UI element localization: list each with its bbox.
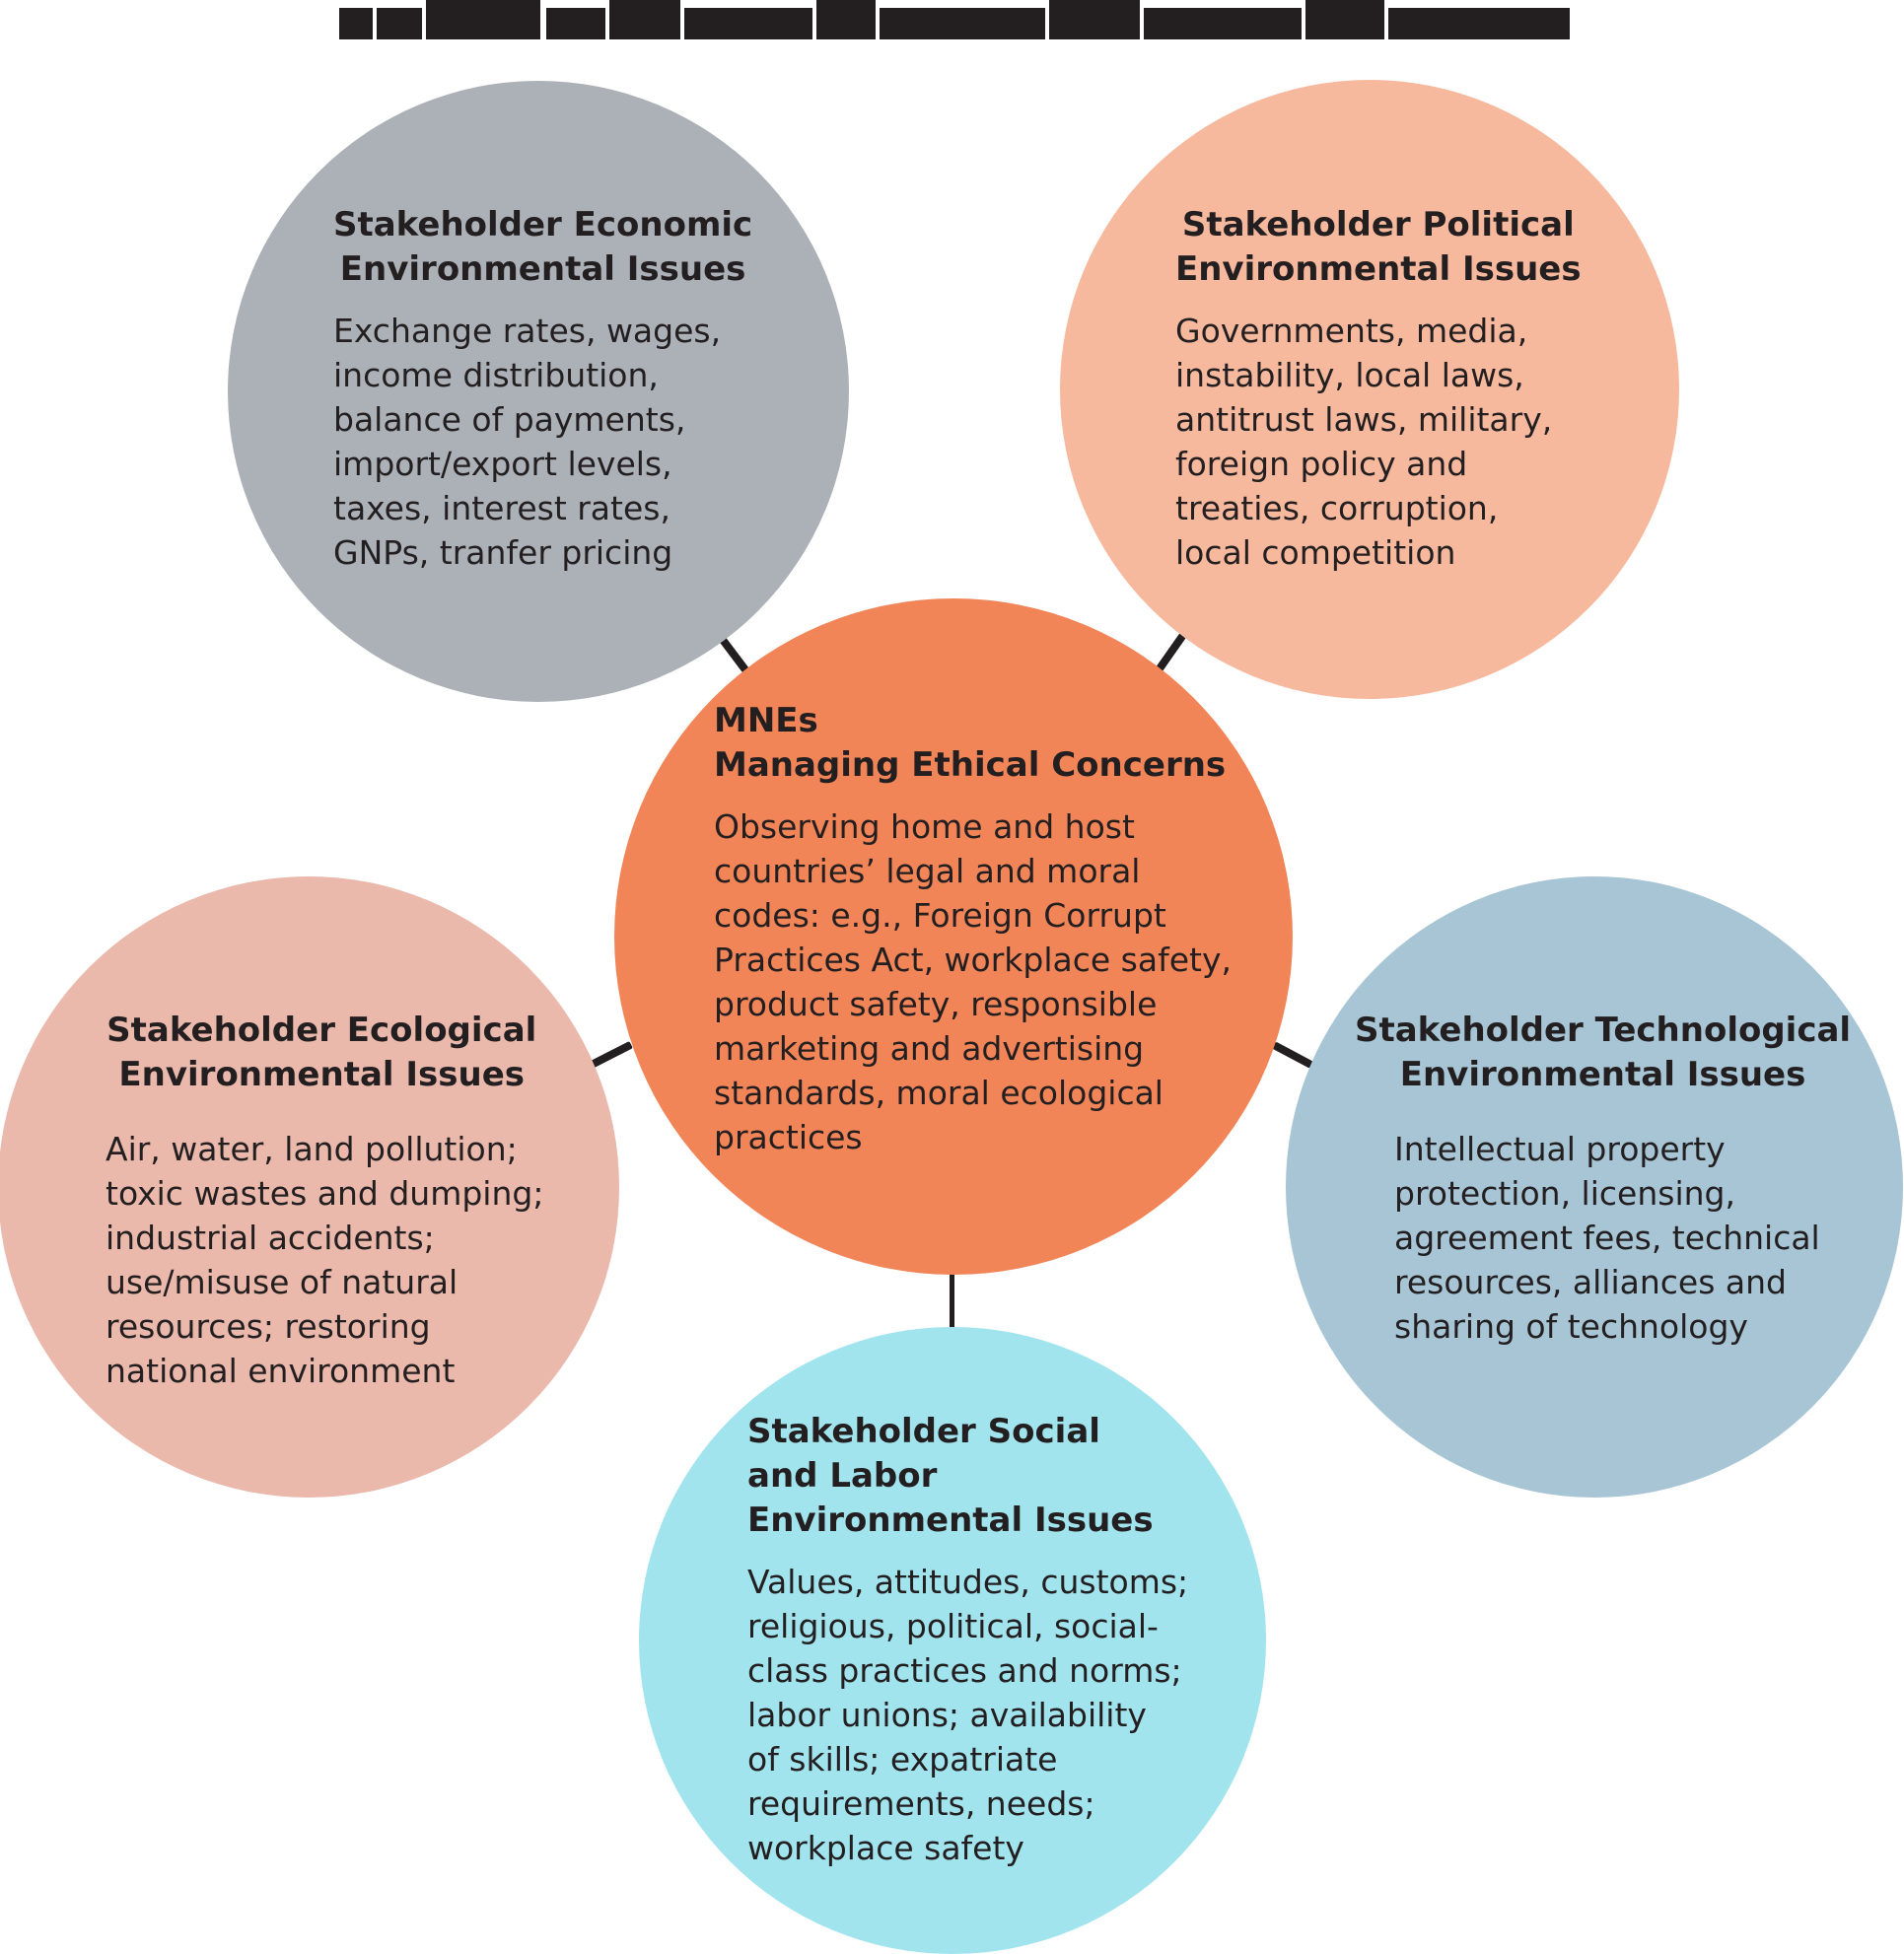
node-economic-text: Stakeholder Economic Environmental Issue… xyxy=(333,203,752,575)
node-economic-heading: Stakeholder Economic Environmental Issue… xyxy=(333,205,753,289)
connector-social xyxy=(950,1272,954,1329)
node-political-body: Governments, media, instability, local l… xyxy=(1175,312,1553,572)
node-center-text: MNEs Managing Ethical Concerns Observing… xyxy=(714,699,1232,1159)
center-heading-line2: Managing Ethical Concerns xyxy=(714,745,1227,785)
node-ecological xyxy=(0,876,619,1498)
center-heading-line1: MNEs xyxy=(714,701,818,740)
node-economic xyxy=(228,81,849,702)
node-social-text: Stakeholder Social and Labor Environment… xyxy=(747,1410,1188,1870)
node-political-text: Stakeholder Political Environmental Issu… xyxy=(1175,203,1582,575)
node-technological xyxy=(1286,876,1903,1498)
node-ecological-body: Air, water, land pollution; toxic wastes… xyxy=(106,1130,544,1390)
node-technological-heading: Stakeholder Technological Environmental … xyxy=(1355,1011,1852,1094)
connector-ecological xyxy=(590,1041,633,1069)
node-political xyxy=(1060,80,1679,699)
node-economic-body: Exchange rates, wages, income distributi… xyxy=(333,312,722,572)
center-body: Observing home and host countries’ legal… xyxy=(714,807,1232,1156)
node-technological-text: Stakeholder Technological Environmental … xyxy=(1355,1009,1851,1349)
node-ecological-text: Stakeholder Ecological Environmental Iss… xyxy=(100,1009,543,1393)
node-center-mnes xyxy=(614,598,1293,1275)
node-ecological-heading: Stakeholder Ecological Environmental Iss… xyxy=(106,1011,537,1094)
node-social-heading: Stakeholder Social and Labor Environment… xyxy=(747,1412,1154,1540)
diagram-title-clipped xyxy=(339,0,1570,39)
node-political-heading: Stakeholder Political Environmental Issu… xyxy=(1175,205,1582,289)
connector-technological xyxy=(1272,1041,1313,1069)
node-social xyxy=(639,1327,1266,1954)
node-technological-body: Intellectual property protection, licens… xyxy=(1394,1130,1820,1346)
node-social-body: Values, attitudes, customs; religious, p… xyxy=(747,1563,1189,1867)
